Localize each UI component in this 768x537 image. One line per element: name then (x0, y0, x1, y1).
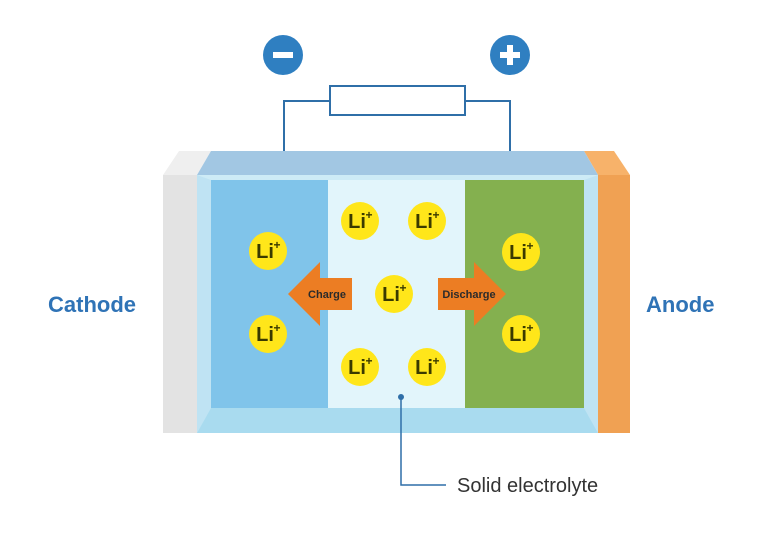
lithium-ion-charge: + (273, 238, 280, 252)
discharge-label: Discharge (442, 289, 495, 301)
lithium-ion: Li+ (502, 233, 540, 271)
lithium-ion-charge: + (526, 239, 533, 253)
lithium-ion-charge: + (273, 321, 280, 335)
case-right-wall (584, 175, 598, 433)
minus-icon (273, 52, 293, 58)
left-collector (163, 175, 197, 433)
charge-arrow-shape (288, 262, 352, 326)
lithium-ion-symbol: Li (415, 357, 433, 379)
lithium-ion: Li+ (375, 275, 413, 313)
lithium-ion: Li+ (341, 348, 379, 386)
lithium-ion-circle (408, 202, 446, 240)
charge-arrow: Charge (288, 262, 352, 326)
lithium-ion-symbol: Li (256, 241, 274, 263)
lithium-ion-symbol: Li (348, 357, 366, 379)
resistor (329, 85, 466, 116)
electrolyte-label: Solid electrolyte (457, 475, 598, 497)
lithium-ion-charge: + (526, 321, 533, 335)
discharge-arrow-shape (438, 262, 506, 326)
negative-terminal: − (263, 35, 303, 75)
lithium-ion: Li+ (408, 348, 446, 386)
case-top (197, 151, 598, 175)
lithium-ion-charge: + (399, 281, 406, 295)
lithium-ion-circle (249, 315, 287, 353)
cathode-label: Cathode (48, 292, 136, 317)
lithium-ion-circle (375, 275, 413, 313)
charge-label: Charge (308, 289, 346, 301)
lithium-ion-symbol: Li (382, 284, 400, 306)
discharge-arrow: Discharge (438, 262, 506, 326)
left-collector-top (163, 151, 211, 175)
lithium-ion-symbol: Li (509, 242, 527, 264)
lithium-ion: Li+ (249, 315, 287, 353)
positive-terminal: + (490, 35, 530, 75)
case-left-wall (197, 175, 211, 433)
lithium-ion-symbol: Li (256, 324, 274, 346)
lithium-ion: Li+ (502, 315, 540, 353)
lithium-ion-charge: + (365, 354, 372, 368)
lithium-ions: Li+Li+Li+Li+Li+Li+Li+Li+Li+ (249, 202, 540, 386)
lithium-ion-circle (502, 315, 540, 353)
lithium-ion: Li+ (341, 202, 379, 240)
lithium-ion-symbol: Li (348, 211, 366, 233)
anode-label: Anode (646, 292, 714, 317)
lithium-ion-circle (408, 348, 446, 386)
lithium-ion-circle (341, 348, 379, 386)
lithium-ion-charge: + (365, 208, 372, 222)
lithium-ion-charge: + (432, 354, 439, 368)
lithium-ion-circle (341, 202, 379, 240)
callout-line (400, 397, 446, 486)
lithium-ion: Li+ (408, 202, 446, 240)
circuit-wire (283, 100, 511, 152)
lithium-ion-symbol: Li (509, 324, 527, 346)
right-collector-top (584, 151, 630, 175)
case-bottom (197, 408, 598, 433)
lithium-ion-circle (502, 233, 540, 271)
lithium-ion: Li+ (249, 232, 287, 270)
plus-icon-vertical (507, 45, 513, 65)
lithium-ion-circle (249, 232, 287, 270)
lithium-ion-charge: + (432, 208, 439, 222)
right-collector (598, 175, 630, 433)
lithium-ion-symbol: Li (415, 211, 433, 233)
